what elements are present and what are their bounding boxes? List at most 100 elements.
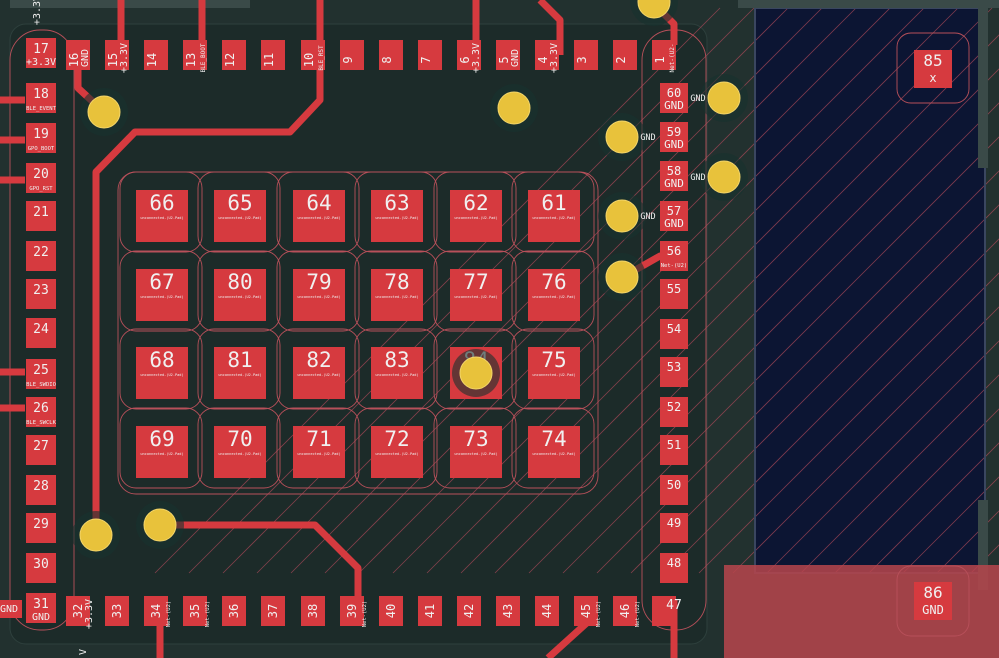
pad-copper[interactable] (105, 40, 129, 70)
pad-copper[interactable] (26, 397, 56, 427)
pad-copper[interactable] (136, 190, 188, 242)
pad-left-28[interactable]: 28 (26, 475, 56, 505)
via-gnd[interactable] (605, 120, 639, 154)
pad-copper[interactable] (660, 553, 688, 583)
pad-right-51[interactable]: 51 (660, 435, 688, 465)
pad-top-11[interactable]: 11 (261, 40, 285, 70)
pad-copper[interactable] (136, 269, 188, 321)
pad-copper[interactable] (457, 40, 481, 70)
pad-right-50[interactable]: 50 (660, 475, 688, 505)
pad-copper[interactable] (214, 190, 266, 242)
pad-left-29[interactable]: 29 (26, 513, 56, 543)
via-gnd[interactable] (707, 160, 741, 194)
pad-top-7[interactable]: 7 (418, 40, 442, 70)
pad-copper[interactable] (660, 279, 688, 309)
pad-top-9[interactable]: 9 (340, 40, 364, 70)
pad-bottom-41[interactable]: 41 (418, 596, 442, 626)
pad-copper[interactable] (660, 201, 688, 231)
pad-copper[interactable] (301, 40, 325, 70)
pad-right-55[interactable]: 55 (660, 279, 688, 309)
pad-copper[interactable] (450, 190, 502, 242)
pad-left-22[interactable]: 22 (26, 241, 56, 271)
via[interactable] (637, 0, 671, 19)
pad-copper[interactable] (914, 582, 952, 620)
pad-copper[interactable] (613, 40, 637, 70)
pad-bottom-38[interactable]: 38 (301, 596, 325, 626)
pad-bottom-44[interactable]: 44 (535, 596, 559, 626)
pad-left-30[interactable]: 30 (26, 553, 56, 583)
pad-copper[interactable] (371, 347, 423, 399)
pad-copper[interactable] (535, 40, 559, 70)
pad-bottom-43[interactable]: 43 (496, 596, 520, 626)
pad-copper[interactable] (293, 426, 345, 478)
pad-bottom-37[interactable]: 37 (261, 596, 285, 626)
pad-copper[interactable] (26, 475, 56, 505)
pad-top-2[interactable]: 2 (613, 40, 637, 70)
pad-bottom-42[interactable]: 42 (457, 596, 481, 626)
via[interactable] (143, 508, 177, 542)
pad-copper[interactable] (293, 269, 345, 321)
pad-copper[interactable] (183, 40, 207, 70)
pad-copper[interactable] (261, 40, 285, 70)
pad-copper[interactable] (222, 596, 246, 626)
pad-right-53[interactable]: 53 (660, 357, 688, 387)
pad-copper[interactable] (26, 201, 56, 231)
trace[interactable] (545, 617, 593, 658)
pad-copper[interactable] (340, 596, 364, 626)
pad-copper[interactable] (574, 596, 598, 626)
pad-copper[interactable] (528, 190, 580, 242)
pad-copper[interactable] (528, 426, 580, 478)
pad-copper[interactable] (136, 426, 188, 478)
pad-copper[interactable] (105, 596, 129, 626)
pad-right-48[interactable]: 48 (660, 553, 688, 583)
pad-copper[interactable] (450, 269, 502, 321)
pad-copper[interactable] (66, 596, 90, 626)
pad-copper[interactable] (26, 513, 56, 543)
trace[interactable] (160, 521, 362, 600)
pad-copper[interactable] (183, 596, 207, 626)
pad-copper[interactable] (418, 40, 442, 70)
pad-copper[interactable] (214, 347, 266, 399)
pad-copper[interactable] (26, 318, 56, 348)
pad-top-15[interactable]: 15+3.3V (105, 40, 130, 73)
pad-copper[interactable] (496, 40, 520, 70)
pad-copper[interactable] (660, 435, 688, 465)
via[interactable] (459, 356, 493, 390)
pad-left-17[interactable]: 17+3.3V (26, 38, 56, 68)
pad-copper[interactable] (144, 40, 168, 70)
via[interactable] (497, 91, 531, 125)
pad-copper[interactable] (26, 83, 56, 113)
pad-copper[interactable] (136, 347, 188, 399)
pad-copper[interactable] (450, 426, 502, 478)
pad-left-21[interactable]: 21 (26, 201, 56, 231)
trace[interactable] (537, 0, 564, 55)
pad-copper[interactable] (293, 347, 345, 399)
pad-copper[interactable] (144, 596, 168, 626)
pad-top-12[interactable]: 12 (222, 40, 246, 70)
pad-copper[interactable] (371, 269, 423, 321)
pad-copper[interactable] (914, 50, 952, 88)
pad-copper[interactable] (613, 596, 637, 626)
pad-copper[interactable] (301, 596, 325, 626)
pad-copper[interactable] (379, 596, 403, 626)
pad-left-27[interactable]: 27 (26, 435, 56, 465)
